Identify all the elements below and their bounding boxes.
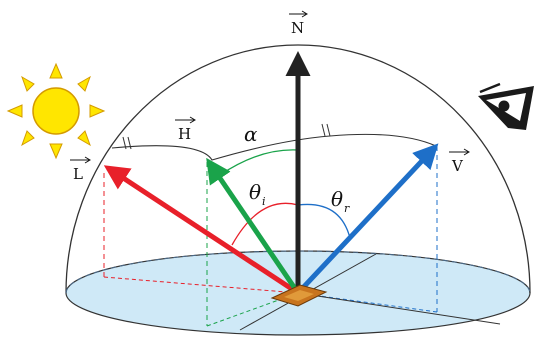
- tick-mark-left: [127, 136, 132, 150]
- theta-r-arc: [297, 203, 351, 239]
- theta-r-symbol: θ: [331, 187, 343, 211]
- view-vector: [296, 143, 439, 295]
- normal-label-text: N: [291, 19, 304, 37]
- half-vector: [206, 157, 301, 295]
- projection-light: [103, 276, 299, 294]
- sun-icon: [6, 62, 106, 160]
- tick-mark-left: [122, 136, 127, 150]
- theta-i-symbol: θ: [249, 180, 261, 204]
- light-label: L: [70, 156, 91, 183]
- tick-mark-right: [321, 123, 326, 137]
- theta-r-subscript: r: [344, 202, 350, 215]
- view-label-text: V: [451, 157, 464, 175]
- view-label: V: [449, 148, 470, 175]
- theta-i-subscript: i: [262, 195, 266, 208]
- alpha-arc: [219, 149, 299, 176]
- light-vector: [103, 165, 300, 296]
- theta-r-label: θ r: [331, 187, 350, 215]
- half-label-text: H: [178, 125, 191, 143]
- great-circle-arc: [111, 133, 437, 161]
- hemisphere-outline: [65, 44, 531, 294]
- disk-chord-2: [297, 292, 501, 325]
- theta-i-label: θ i: [249, 180, 266, 208]
- tick-mark-right: [326, 123, 331, 137]
- half-label: H: [175, 116, 196, 143]
- theta-i-arc: [231, 202, 299, 246]
- surface-patch-detail: [284, 290, 314, 301]
- eye-icon: [478, 82, 534, 130]
- normal-label: N: [289, 10, 308, 37]
- light-label-text: L: [73, 165, 83, 183]
- alpha-label: α: [244, 122, 258, 146]
- projection-view: [297, 292, 438, 313]
